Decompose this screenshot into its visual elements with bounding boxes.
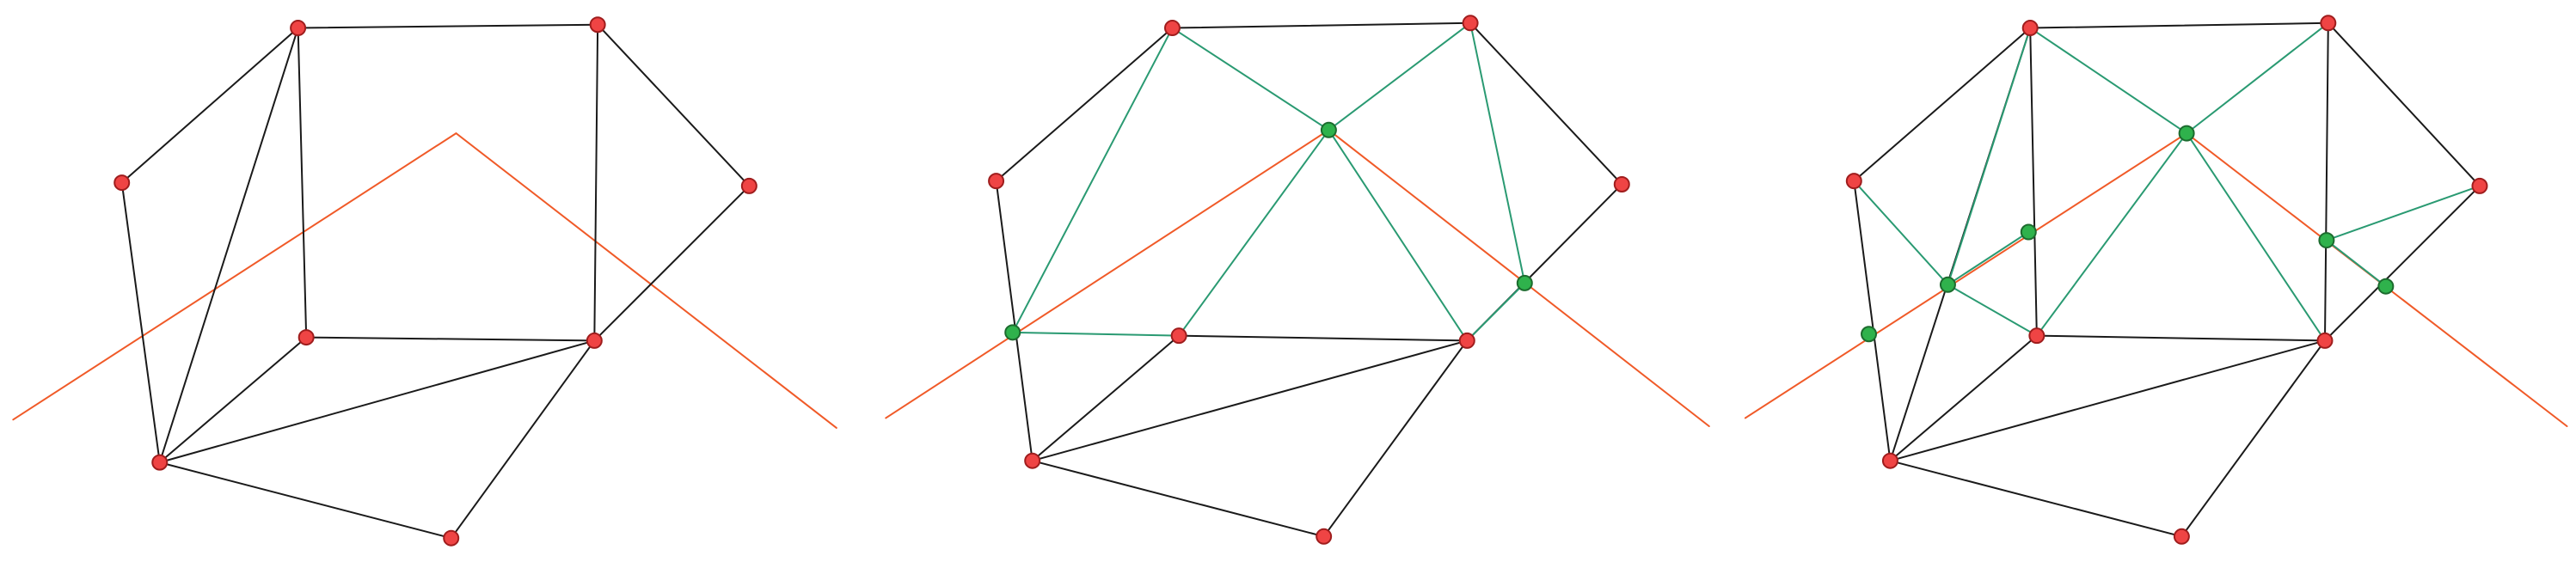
intersection-vertex-Y1: [2178, 125, 2195, 142]
mesh-edge-AC: [995, 27, 1174, 182]
vertex-G: [151, 454, 169, 471]
panel-3-retriangulated-mesh: [1744, 15, 2568, 545]
mesh-edge-HF: [450, 339, 596, 540]
mesh-edge-CG: [120, 181, 161, 464]
new-edge-Y5D: [2325, 185, 2481, 241]
vertex-D: [740, 177, 757, 194]
mesh-edge-EG: [158, 336, 308, 464]
vertex-F: [1458, 332, 1475, 349]
vertex-E: [297, 329, 315, 346]
mesh-edge-DF: [593, 185, 751, 342]
intersection-vertex-X3: [1516, 274, 1533, 291]
new-edge-X3F: [1466, 282, 1526, 342]
new-edge-BX1: [1328, 21, 1472, 131]
mesh-edge-AG: [158, 27, 299, 464]
mesh-edge-GH: [1031, 460, 1325, 538]
new-edge-CY3: [1853, 180, 1949, 286]
vertex-F: [2316, 332, 2334, 349]
panel-1-original-mesh-with-cut-line: [12, 16, 837, 547]
mesh-edge-EF: [1178, 334, 1469, 342]
cut-polyline: [1744, 131, 2568, 427]
new-edge-BX3: [1469, 21, 1526, 284]
mesh-edge-BD: [2327, 21, 2481, 187]
new-edge-AX2: [1011, 27, 1174, 333]
intersection-vertex-Y4: [1861, 326, 1878, 343]
vertex-B: [2320, 15, 2337, 32]
mesh-edge-AE: [297, 27, 308, 339]
mesh-edge-AB: [1171, 21, 1472, 29]
new-edge-Y3E: [1947, 284, 2038, 337]
intersection-vertex-X1: [1320, 121, 1337, 138]
new-edge-AY1: [2029, 27, 2188, 135]
mesh-edge-EF: [2035, 334, 2326, 342]
vertex-D: [1613, 175, 1630, 192]
new-edge-Y1E: [2035, 132, 2188, 337]
vertex-A: [1163, 20, 1181, 37]
new-edge-BY1: [2186, 21, 2329, 135]
new-edge-AY3: [1947, 27, 2032, 286]
vertex-G: [1024, 452, 1041, 469]
vertex-A: [290, 20, 307, 37]
new-edge-X1E: [1178, 129, 1330, 337]
vertex-C: [988, 173, 1005, 190]
mesh-edge-AE: [2029, 27, 2038, 337]
mesh-edge-AB: [297, 23, 599, 29]
mesh-edge-HF: [2180, 339, 2326, 538]
mesh-edge-BF: [2323, 21, 2329, 342]
new-edge-X2E: [1011, 331, 1181, 337]
vertex-H: [2173, 528, 2190, 545]
mesh-edge-AC: [1853, 27, 2032, 182]
intersection-vertex-Y6: [2377, 278, 2395, 295]
vertex-A: [2021, 20, 2039, 37]
mesh-edge-BD: [597, 23, 751, 187]
mesh-edge-BF: [593, 23, 599, 342]
panel-2-intersection-vertices-inserted: [885, 15, 1710, 545]
mesh-edge-EG: [1031, 334, 1181, 462]
mesh-edge-GF: [1031, 339, 1469, 462]
mesh-edge-GH: [158, 461, 452, 540]
mesh-edge-EF: [305, 336, 596, 342]
mesh-edge-GH: [1889, 460, 2183, 538]
new-edge-Y2Y3: [1947, 231, 2030, 286]
mesh-edge-BD: [1469, 21, 1623, 186]
intersection-vertex-Y2: [2020, 223, 2037, 241]
mesh-edge-AC: [120, 27, 299, 184]
new-edge-Y1F: [2186, 132, 2326, 342]
vertex-B: [589, 16, 606, 34]
vertex-E: [1170, 327, 1187, 345]
intersection-vertex-X2: [1004, 324, 1021, 341]
new-edge-Y5Y6: [2325, 239, 2387, 288]
vertex-B: [1462, 15, 1479, 32]
mesh-edge-AB: [2029, 21, 2329, 29]
vertex-G: [1881, 452, 1898, 469]
new-edge-AX1: [1171, 27, 1330, 131]
vertex-C: [1845, 173, 1862, 190]
vertex-F: [586, 332, 603, 349]
mesh-edge-HF: [1322, 339, 1469, 538]
vertex-H: [1316, 528, 1333, 545]
vertex-H: [443, 529, 460, 547]
cut-polyline: [12, 131, 837, 429]
intersection-vertex-Y5: [2318, 232, 2335, 249]
intersection-vertex-Y3: [1939, 276, 1956, 293]
vertex-E: [2028, 327, 2045, 345]
mesh-edge-DF: [2323, 185, 2481, 342]
mesh-edge-GF: [1889, 339, 2326, 462]
mesh-edge-EG: [1889, 334, 2038, 462]
vertex-D: [2471, 177, 2488, 194]
mesh-edge-GF: [158, 339, 596, 464]
vertex-C: [113, 174, 131, 192]
mesh-edge-CG: [995, 180, 1033, 462]
new-edge-X1F: [1328, 129, 1469, 342]
mesh-edge-CG: [1853, 180, 1892, 462]
